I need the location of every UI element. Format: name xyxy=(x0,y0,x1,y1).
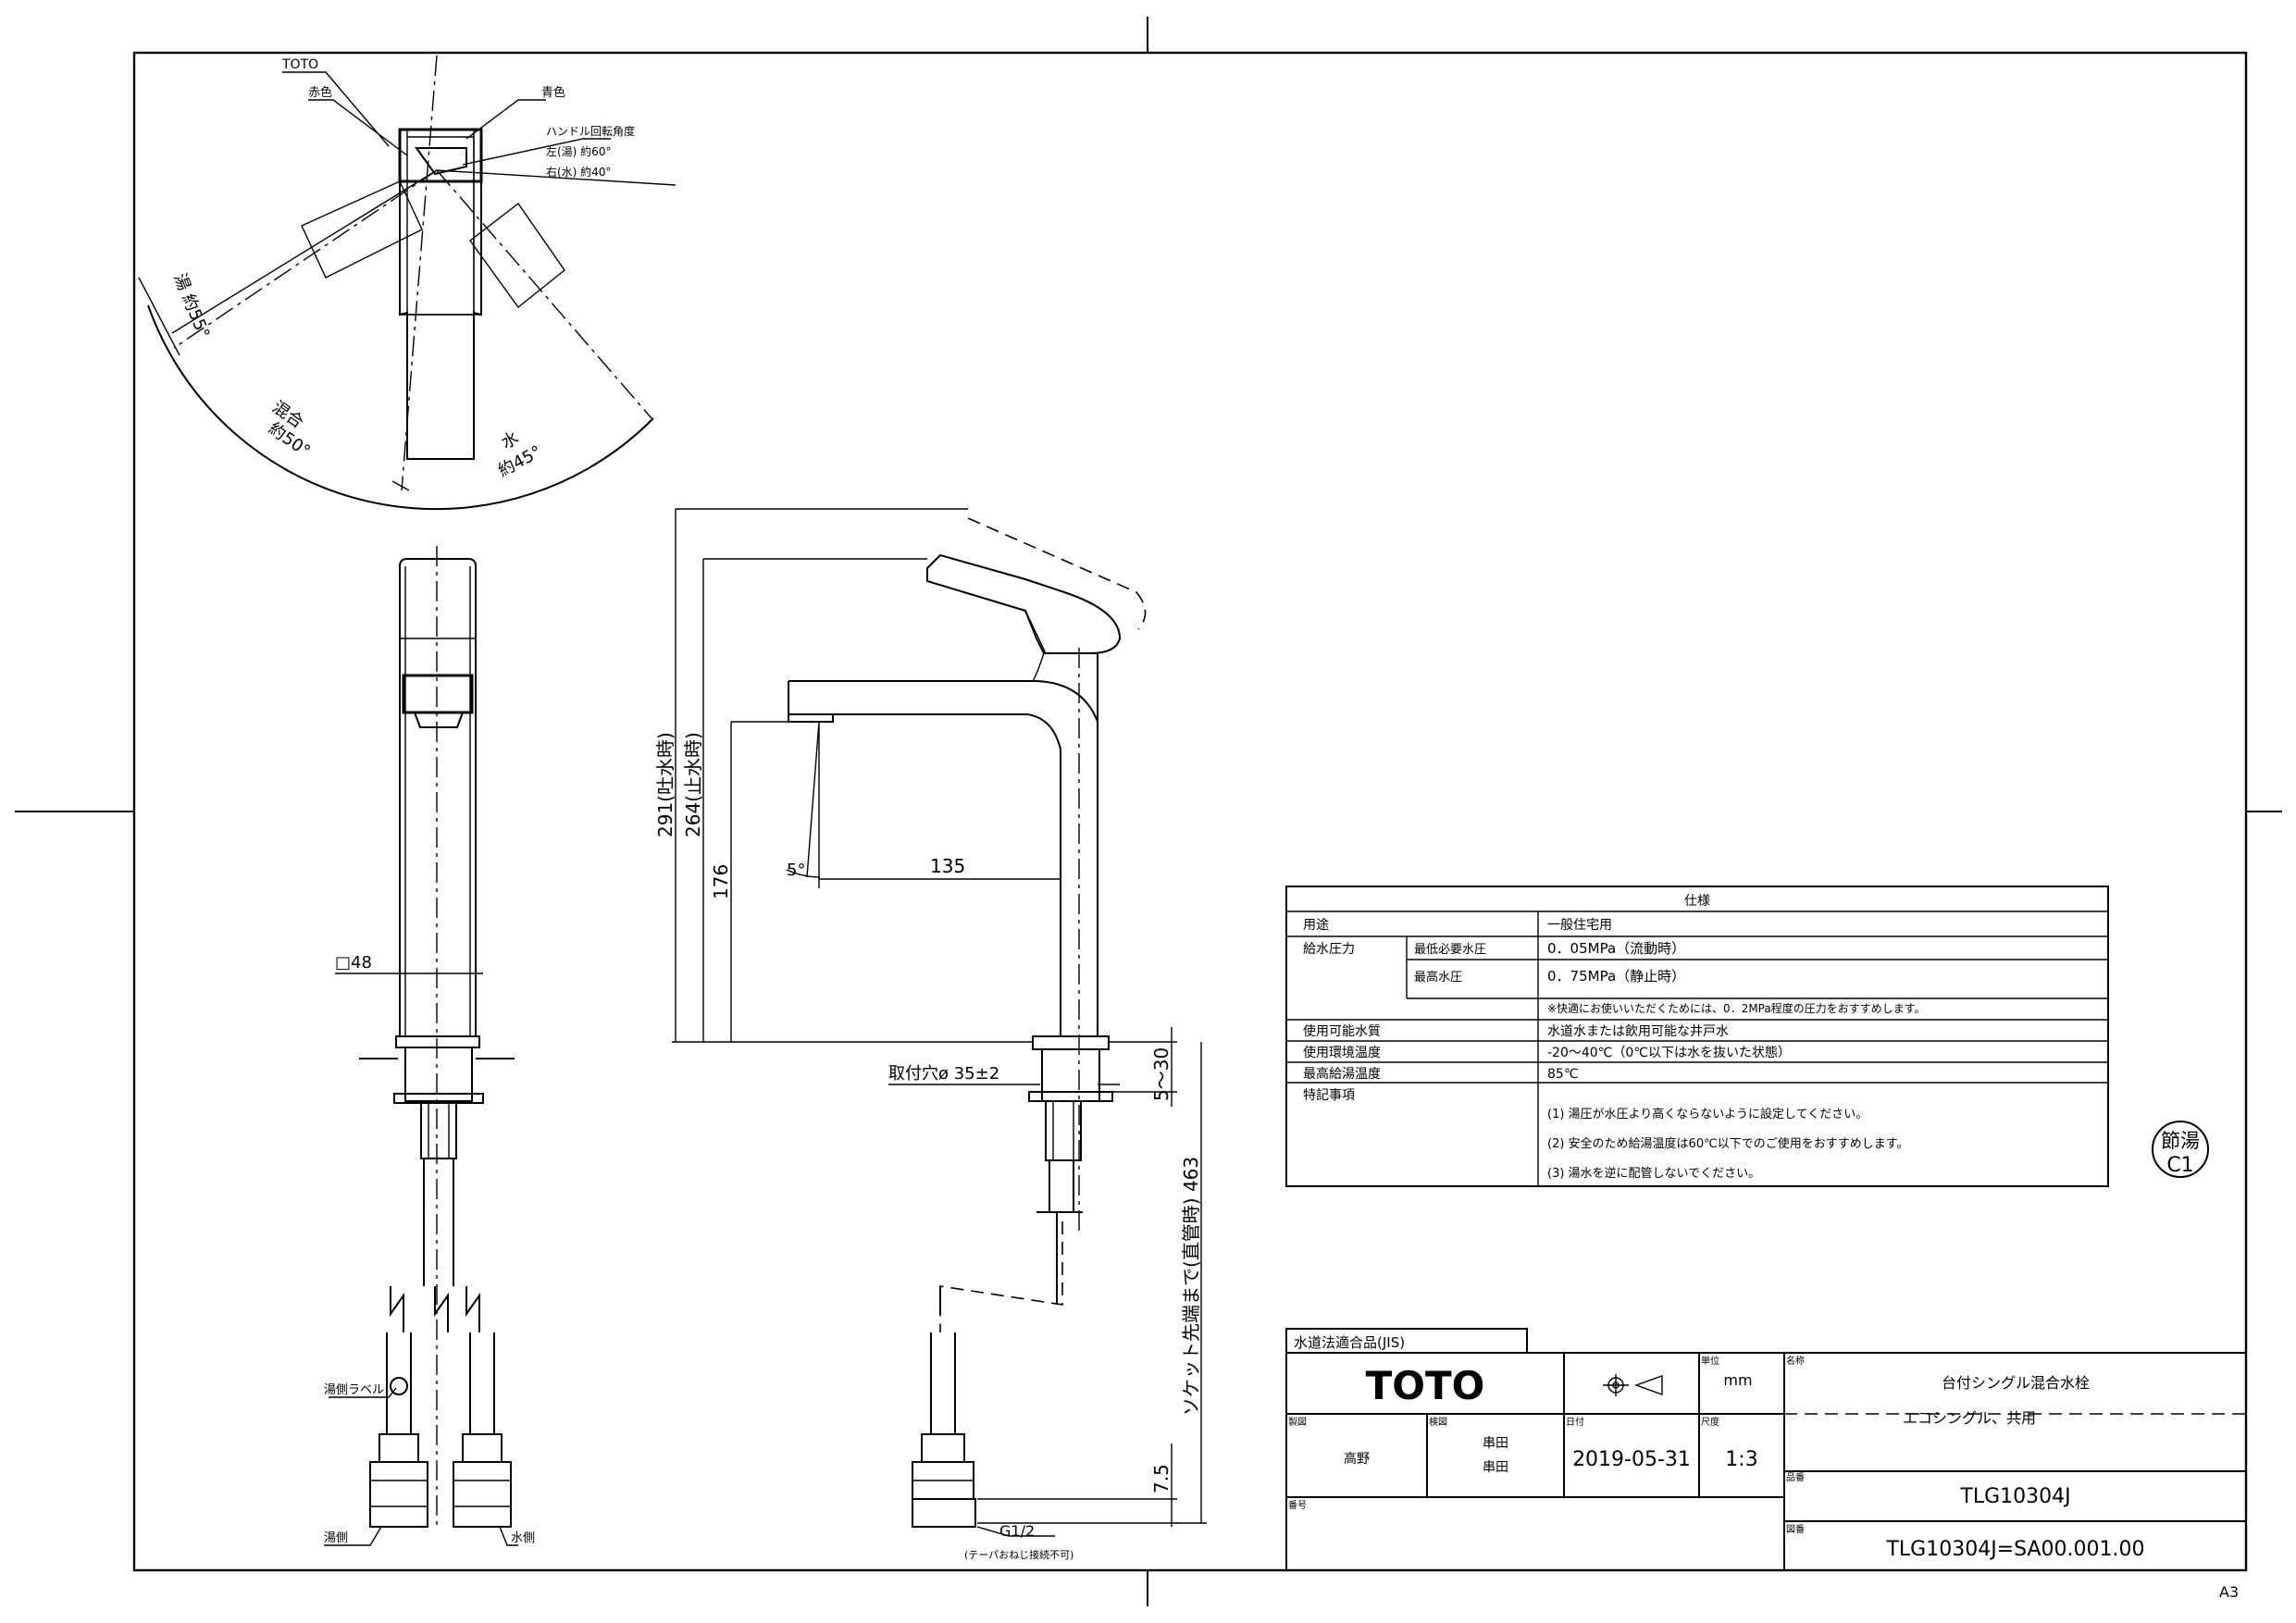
title-block: 水道法適合品(JIS) TOTO 単位 名称 製図 検図 日付 尺度 品番 番号… xyxy=(1285,1328,2247,1571)
sheet-size-label: A3 xyxy=(2219,1583,2239,1601)
spec-note-3: (3) 湯水を逆に配管しないでください。 xyxy=(1547,1166,1760,1181)
sheet-frame xyxy=(15,17,2282,1606)
top-brand-label: TOTO xyxy=(281,57,318,72)
hot-side-label: 湯側 xyxy=(324,1531,348,1545)
number-field-label: 番号 xyxy=(1288,1500,1307,1511)
scale-value: 1:3 xyxy=(1725,1448,1757,1471)
red-label: 赤色 xyxy=(308,85,332,100)
toto-logo: TOTO xyxy=(1366,1363,1485,1408)
deck-thickness-dimension: 5～30 xyxy=(1150,1047,1173,1101)
designer-field-label: 製図 xyxy=(1288,1416,1307,1428)
drawing-field-label: 図番 xyxy=(1786,1524,1805,1535)
jet-angle-label: 5° xyxy=(787,861,805,880)
spec-sub-min-pressure: 最低必要水圧 xyxy=(1414,943,1486,957)
spec-table: 仕様 用途 給水圧力 最低必要水圧 最高水圧 使用可能水質 使用環境温度 最高給… xyxy=(1285,886,2109,1187)
designer-value: 高野 xyxy=(1344,1451,1370,1467)
spec-note-1: (1) 湯圧が水圧より高くならないように設定してください。 xyxy=(1547,1107,1868,1121)
spec-title: 仕様 xyxy=(1684,894,1710,909)
hot-label-note: 湯側ラベル xyxy=(324,1383,384,1397)
body-size-label: □48 xyxy=(335,953,372,973)
height-spouting-dimension: 291(吐水時) xyxy=(654,732,676,837)
spec-value-water: 水道水または飲用可能な井戸水 xyxy=(1547,1024,1729,1039)
thread-note: (テーパおねじ接続不可) xyxy=(964,1548,1074,1561)
jis-label: 水道法適合品(JIS) xyxy=(1294,1334,1405,1351)
reach-dimension: 135 xyxy=(930,855,965,877)
cold-side-label: 水側 xyxy=(511,1531,535,1545)
water-saving-stamp: 節湯 C1 xyxy=(2152,1121,2209,1178)
spec-label-pressure: 給水圧力 xyxy=(1303,942,1355,957)
side-view: 5° 135 291(吐水時) 264(止水時) 176 取付穴ø 35±2 5… xyxy=(654,508,1207,1561)
spout-height-dimension: 176 xyxy=(710,864,732,899)
spec-value-recommend: ※快適にお使いいただくためには、0．2MPa程度の圧力をおすすめします。 xyxy=(1547,1001,1926,1015)
spec-value-env-temp: -20～40℃（0℃以下は水を抜いた状態） xyxy=(1547,1046,1791,1060)
cold-angle-label-1: 水 xyxy=(498,428,522,453)
handle-angle-title: ハンドル回転角度 xyxy=(546,124,635,138)
unit-field-label: 単位 xyxy=(1701,1355,1719,1367)
cold-angle-label-2: 約45° xyxy=(495,442,545,481)
end-dimension: 7.5 xyxy=(1150,1464,1173,1493)
spec-sub-max-pressure: 最高水圧 xyxy=(1414,970,1462,985)
spec-value-max-temp: 85℃ xyxy=(1547,1067,1579,1082)
spec-value-min-pressure: 0．05MPa（流動時） xyxy=(1547,940,1685,957)
product-name-2: エコシングル、共用 xyxy=(1903,1409,2036,1427)
product-name-1: 台付シングル混合水栓 xyxy=(1942,1374,2090,1392)
spec-value-max-pressure: 0．75MPa（静止時） xyxy=(1547,968,1685,985)
scale-field-label: 尺度 xyxy=(1701,1416,1719,1428)
thread-label: G1/2 xyxy=(999,1522,1035,1540)
product-field-label: 品番 xyxy=(1786,1472,1805,1483)
projection-symbol-icon xyxy=(1603,1374,1663,1396)
date-field-label: 日付 xyxy=(1566,1416,1584,1428)
checker-value-1: 串田 xyxy=(1483,1436,1508,1451)
spec-label-max-temp: 最高給湯温度 xyxy=(1303,1066,1381,1082)
stamp-line-2: C1 xyxy=(2166,1154,2193,1177)
spec-label-water: 使用可能水質 xyxy=(1303,1023,1381,1039)
unit-value: mm xyxy=(1723,1371,1752,1389)
stamp-line-1: 節湯 xyxy=(2161,1130,2200,1152)
handle-right-angle: 右(水) 約40° xyxy=(546,165,611,179)
name-field-label: 名称 xyxy=(1786,1355,1805,1367)
front-view: □48 湯側ラベル 湯側 水側 xyxy=(324,546,535,1546)
date-value: 2019-05-31 xyxy=(1572,1448,1691,1471)
checker-field-label: 検図 xyxy=(1429,1416,1447,1428)
spec-label-env-temp: 使用環境温度 xyxy=(1303,1045,1381,1060)
height-closed-dimension: 264(止水時) xyxy=(682,732,704,837)
top-view: TOTO 赤色 青色 ハンドル回転角度 左(湯) 約60° 右(水) 約40° … xyxy=(138,55,676,511)
spec-note-2: (2) 安全のため給湯温度は60℃以下でのご使用をおすすめします。 xyxy=(1547,1136,1908,1151)
socket-length-dimension: ソケット先端まで(直管時) 463 xyxy=(1180,1157,1202,1416)
spec-value-use: 一般住宅用 xyxy=(1547,918,1612,933)
spec-label-use: 用途 xyxy=(1303,917,1329,933)
handle-left-angle: 左(湯) 約60° xyxy=(546,144,611,158)
drawing-number: TLG10304J=SA00.001.00 xyxy=(1885,1538,2144,1561)
mount-hole-dimension: 取付穴ø 35±2 xyxy=(888,1064,999,1084)
product-number: TLG10304J xyxy=(1959,1485,2070,1508)
spec-label-notes: 特記事項 xyxy=(1303,1087,1355,1103)
blue-label: 青色 xyxy=(541,85,565,100)
checker-value-2: 串田 xyxy=(1483,1460,1508,1475)
